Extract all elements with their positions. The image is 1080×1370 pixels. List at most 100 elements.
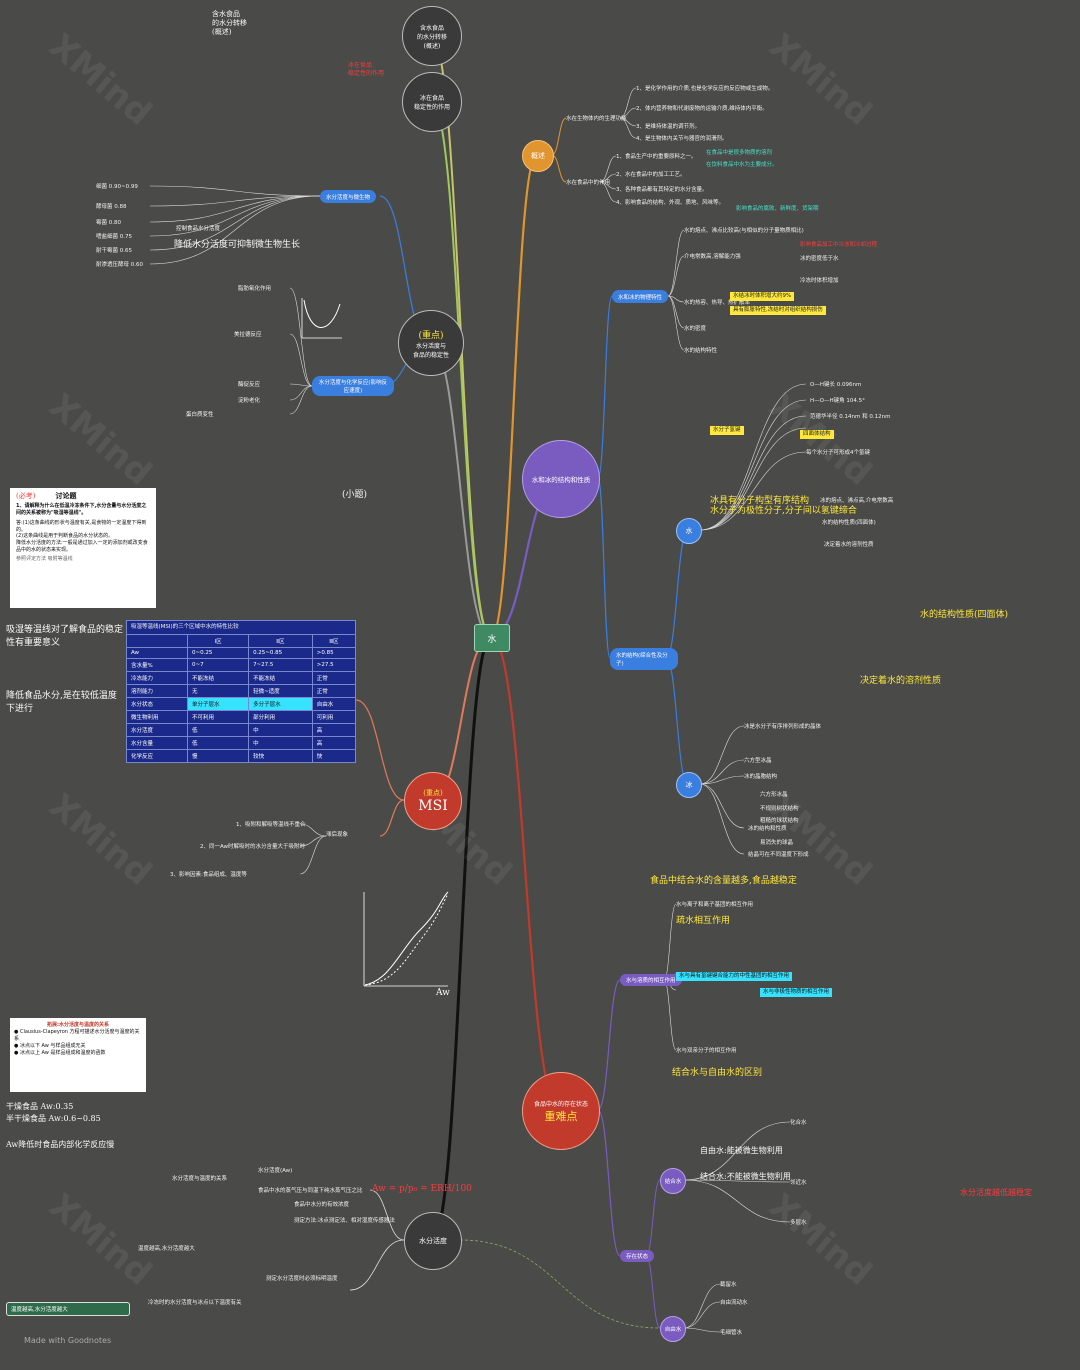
bound-3: 多层水 bbox=[790, 1220, 807, 1226]
msi-row-label: 水分活度 bbox=[125, 723, 189, 737]
transfer-hand: 含水食品 的水分转移 (概述) bbox=[212, 10, 247, 36]
edge-ov-bio bbox=[551, 117, 567, 156]
edge-bound-0 bbox=[683, 1121, 791, 1181]
branch-stability[interactable]: (重点) 水分活度与 食品的稳定性 bbox=[398, 310, 464, 376]
activity-card-body: ● Clausius-Clapeyron 方程可描述水分活度与温度的关系 ● 冰… bbox=[14, 1029, 140, 1056]
activity-item-2: 食品中水分的有效浓度 bbox=[294, 1202, 350, 1208]
bottom-note-3: 冷冻时的水分活度与冰点以下温度有关 bbox=[148, 1300, 242, 1306]
hysteresis-1: 1、吸附和解吸等温线不重合 bbox=[236, 822, 306, 828]
edge-iprop-3 bbox=[699, 783, 745, 829]
edge-water bbox=[665, 529, 689, 659]
chem-2: 美拉德反应 bbox=[234, 332, 262, 338]
interaction-3: 水与非极性物质的相互作用 bbox=[760, 988, 833, 997]
msi-cell: 低 bbox=[187, 736, 250, 750]
edge-chem-1 bbox=[289, 333, 313, 387]
edge-state bbox=[597, 1109, 621, 1257]
struct-hand-6: 水的结构性质(四面体) bbox=[920, 610, 1009, 620]
hbond-3: 每个水分子可形成4个氢键 bbox=[806, 450, 871, 456]
edge-wprop-2 bbox=[699, 415, 807, 531]
node-free[interactable]: 自由水 bbox=[660, 1316, 686, 1342]
msi-row-label: 化学反应 bbox=[125, 749, 189, 763]
node-freeze[interactable]: 冰在食品 稳定性的作用 bbox=[402, 72, 462, 132]
node-bound[interactable]: 结合水 bbox=[660, 1168, 686, 1194]
struct-hand-2: 水分子为极性分子,分子间以氢键缔合 bbox=[710, 506, 857, 516]
node-water[interactable]: 水 bbox=[676, 518, 702, 544]
activity-formula: Aw = p/p₀ = ERH/100 bbox=[372, 1184, 472, 1194]
phys-note-1: 影响食品加工中冷冻和冷却过程 bbox=[800, 242, 878, 248]
struct-hand-5: 决定着水的溶剂性质 bbox=[824, 542, 874, 548]
ice-type-1: 六方形冰晶 bbox=[760, 792, 788, 798]
msi-cell: 正常 bbox=[311, 671, 357, 685]
edge-interaction bbox=[597, 979, 621, 1111]
msi-row-label: 含水量% bbox=[125, 658, 189, 672]
central-topic[interactable]: 水 bbox=[474, 624, 510, 652]
msi-hand-note: (重点) bbox=[423, 789, 443, 797]
chem-1: 脂肪氧化作用 bbox=[238, 286, 272, 292]
msi-cell: 0.25~0.85 bbox=[248, 647, 313, 659]
msi-row-label: 水分状态 bbox=[125, 697, 189, 711]
node-transfer[interactable]: 含水食品 的水分转移 (概述) bbox=[402, 6, 462, 66]
edge-ov-food-0 bbox=[599, 155, 617, 183]
overview-bio-2: 2、体内营养物和代谢废物的运输介质,维持体内平衡。 bbox=[636, 106, 768, 112]
msi-col-header: Ⅲ区 bbox=[311, 634, 357, 648]
edge-aw-2 bbox=[149, 195, 321, 223]
branch-structure[interactable]: 水和冰的结构和性质 bbox=[522, 440, 600, 518]
bottom-summary-box: 温度越高,水分活度越大 bbox=[6, 1302, 130, 1316]
interaction-4: 水与双亲分子的相互作用 bbox=[676, 1048, 737, 1054]
phys-item-3: 水的密度 bbox=[684, 326, 707, 332]
edge-molecular bbox=[597, 477, 611, 659]
discussion-question: 1、请解释为什么在低温冷冻条件下,水分含量与水分活度之间的关系被称为"吸湿等温线… bbox=[16, 503, 147, 517]
phys-item-1: 介电常数高,溶解能力强 bbox=[684, 254, 741, 260]
edge-wprop-1 bbox=[699, 399, 807, 531]
edge-aw-4 bbox=[149, 195, 321, 251]
msi-col-header bbox=[125, 634, 189, 648]
edge-wprop-4 bbox=[699, 451, 807, 531]
edge-freei-2 bbox=[683, 1327, 721, 1333]
node-state[interactable]: 存在状态 bbox=[620, 1250, 655, 1262]
states-hand-2: 疏水相互作用 bbox=[676, 916, 731, 926]
edge-ov-food-1 bbox=[599, 173, 617, 183]
edge-ov-food bbox=[551, 154, 567, 183]
phys-note-3: 冷冻时体积增加 bbox=[800, 278, 839, 284]
activity-card-title: 拓展:水分活度与温度的关系 bbox=[46, 1022, 109, 1028]
node-chem[interactable]: 水分活度与化学反应(影响反应速度) bbox=[312, 376, 394, 396]
overview-note-3: 影响食品的腐败、新鲜度、货架期 bbox=[736, 206, 819, 212]
branch-activity[interactable]: 水分活度 bbox=[404, 1212, 462, 1270]
edge-chem-4 bbox=[289, 385, 313, 415]
aw-6: 耐渗透压酵母 0.60 bbox=[96, 262, 143, 268]
msi-row-label: 溶剂能力 bbox=[125, 684, 189, 698]
table-row: 水分活度低中高 bbox=[125, 723, 357, 737]
water-prop-2: H—O—H键角 104.5° bbox=[810, 398, 865, 404]
msi-axis-label: Aw bbox=[436, 988, 450, 998]
ice-prop-4: 冰的结构和性质 bbox=[748, 826, 787, 832]
free-3: 毛细管水 bbox=[720, 1330, 743, 1336]
ice-prop-5: 结晶可在不同温度下形成 bbox=[748, 852, 809, 858]
stab-hand-3: (小题) bbox=[342, 490, 368, 500]
branch-msi[interactable]: (重点) MSI bbox=[404, 772, 462, 830]
branch-overview[interactable]: 概述 bbox=[522, 140, 554, 172]
edge-act-free bbox=[459, 1239, 661, 1329]
table-row: 微生物利用不可利用部分利用可利用 bbox=[125, 710, 357, 724]
edge-act-def bbox=[369, 1189, 405, 1241]
msi-row-label: 水分含量 bbox=[125, 736, 189, 750]
node-interaction[interactable]: 水与溶质的相互作用 bbox=[620, 974, 682, 986]
node-molecular[interactable]: 水的结构(缔合性及分子) bbox=[610, 648, 678, 670]
edge-iprop-2 bbox=[699, 775, 745, 785]
branch-states[interactable]: 食品中水的存在状态 重难点 bbox=[522, 1072, 600, 1150]
msi-cell: 部分利用 bbox=[248, 710, 313, 724]
msi-cell: 自由水 bbox=[311, 697, 357, 711]
edge-bound-2 bbox=[683, 1179, 791, 1223]
edge-aw-5 bbox=[149, 195, 321, 265]
activity-hand-1: 水分活度与温度的关系 bbox=[172, 1176, 228, 1182]
bound-2: 邻近水 bbox=[790, 1180, 807, 1186]
ice-type-3: 粗糙的球状结构 bbox=[760, 818, 799, 824]
chem-sketch-curve bbox=[301, 298, 342, 339]
node-aw-micro[interactable]: 水分活度与微生物 bbox=[320, 190, 377, 203]
node-ice[interactable]: 冰 bbox=[676, 772, 702, 798]
edge-free bbox=[645, 1255, 661, 1329]
phys-note-4: 水结冰时体积增大约9% bbox=[730, 292, 795, 301]
node-physical[interactable]: 水和冰的物理特性 bbox=[612, 290, 669, 303]
